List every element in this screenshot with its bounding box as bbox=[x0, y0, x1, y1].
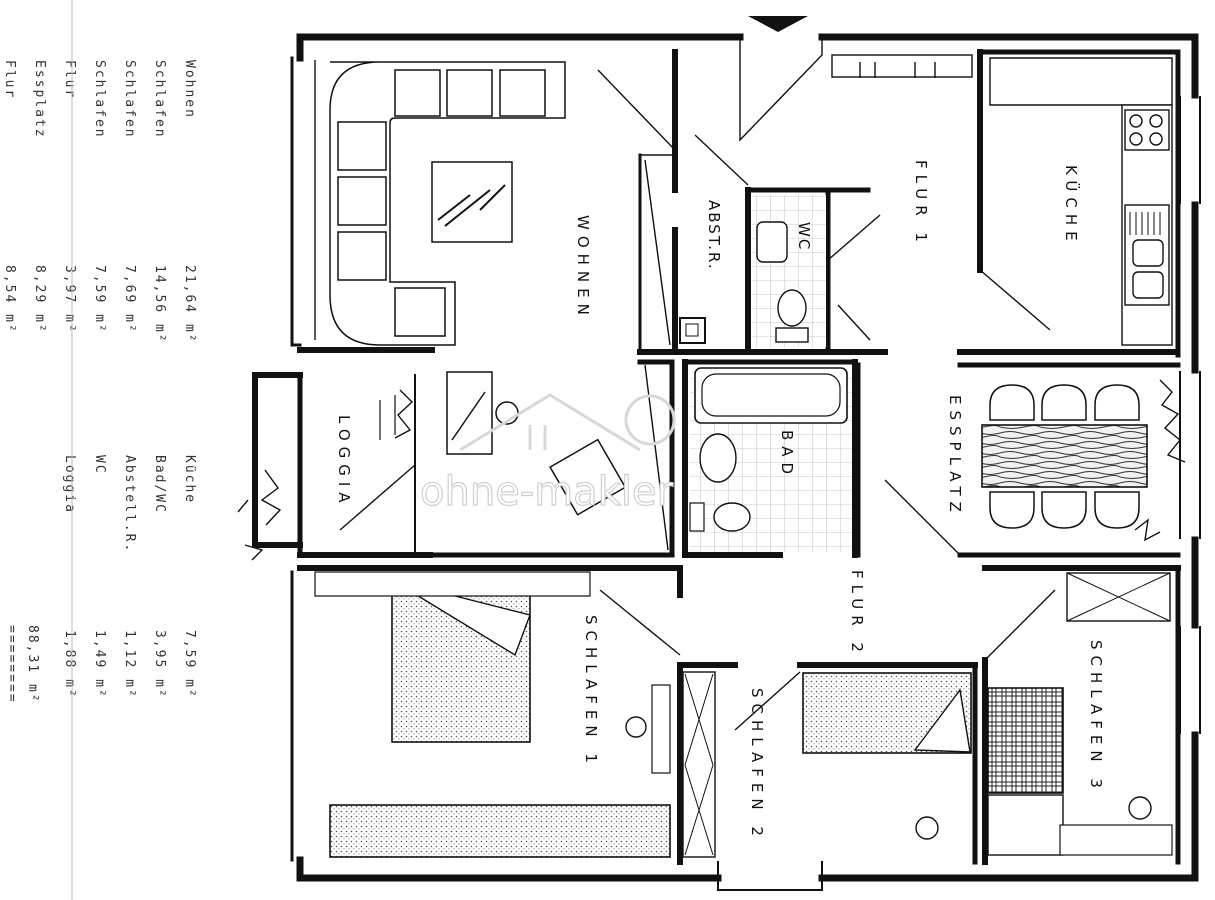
area-list-value: 8,54 m² bbox=[2, 265, 17, 334]
area-list-name: Schlafen bbox=[152, 60, 167, 139]
dining-chairs bbox=[989, 384, 1140, 529]
area-list-value: 3,95 m² bbox=[152, 630, 167, 699]
loggia-plants bbox=[237, 389, 414, 561]
door-swings bbox=[339, 37, 1056, 731]
area-list-name: Bad/WC bbox=[152, 455, 167, 514]
room-label-wc: WC bbox=[795, 222, 813, 252]
area-list-name: WC bbox=[92, 455, 107, 475]
kitchen-counter bbox=[989, 57, 1173, 346]
wardrobe bbox=[831, 54, 973, 78]
room-label-bad: BAD bbox=[778, 430, 796, 481]
tv-table bbox=[446, 371, 627, 516]
lamp-schlafen-2 bbox=[915, 816, 939, 840]
bad-basin bbox=[699, 433, 737, 483]
room-label-schlafen1: SCHLAFEN 1 bbox=[582, 615, 600, 769]
area-list-value: 14,56 m² bbox=[152, 265, 167, 344]
area-list-name: Flur bbox=[2, 60, 17, 100]
desk-schlafen-3 bbox=[987, 794, 1064, 856]
room-label-schlafen2: SCHLAFEN 2 bbox=[748, 688, 766, 842]
wc-basin bbox=[756, 221, 788, 263]
lamp-schlafen-3 bbox=[1128, 796, 1152, 820]
area-list-name: Schlafen bbox=[122, 60, 137, 139]
area-list-value: 1,12 m² bbox=[122, 630, 137, 699]
entrance-arrow-icon bbox=[748, 16, 808, 32]
bed-schlafen-3 bbox=[987, 687, 1064, 794]
sofa bbox=[329, 61, 566, 346]
area-list-value: 3,97 m² bbox=[62, 265, 77, 334]
room-label-abstr: ABST.R. bbox=[705, 200, 723, 271]
area-total: 88,31 m² bbox=[25, 625, 40, 704]
area-list-name: Essplatz bbox=[32, 60, 47, 139]
area-list-name: Loggia bbox=[62, 455, 77, 514]
area-list-name: Flur bbox=[62, 60, 77, 100]
bad-toilet bbox=[713, 502, 751, 532]
area-list-name: Abstell.R. bbox=[122, 455, 137, 554]
watermark-text: ohne-makler bbox=[420, 469, 674, 515]
room-label-flur2: FLUR 2 bbox=[848, 570, 866, 658]
area-list-name: Küche bbox=[182, 455, 197, 505]
area-total-underline: ======== bbox=[4, 625, 19, 704]
shelf-schlafen-1 bbox=[314, 571, 591, 597]
wardrobe-schlafen-1 bbox=[329, 804, 671, 858]
bed-cover-fold bbox=[391, 579, 531, 657]
dining-table bbox=[981, 424, 1148, 488]
room-label-essplatz: ESSPLATZ bbox=[946, 395, 964, 518]
area-list-value: 8,29 m² bbox=[32, 265, 47, 334]
wardrobe-schlafen-2 bbox=[682, 671, 716, 858]
area-list-name: Wohnen bbox=[182, 60, 197, 119]
area-list-name: Schlafen bbox=[92, 60, 107, 139]
coffee-table bbox=[431, 161, 513, 243]
watermark-logo bbox=[459, 393, 676, 452]
room-label-kueche: KÜCHE bbox=[1062, 165, 1080, 247]
area-list-value: 7,59 m² bbox=[182, 630, 197, 699]
walls bbox=[252, 33, 1201, 891]
room-label-wohnen: WOHNEN bbox=[574, 215, 592, 321]
lamp-schlafen-1 bbox=[625, 716, 647, 738]
room-label-loggia: LOGGIA bbox=[335, 415, 353, 509]
area-list-value: 7,59 m² bbox=[92, 265, 107, 334]
room-label-schlafen3: SCHLAFEN 3 bbox=[1087, 640, 1105, 794]
wc-toilet bbox=[777, 289, 807, 327]
dining-plants bbox=[1134, 379, 1186, 542]
area-list-value: 7,69 m² bbox=[122, 265, 137, 334]
loggia-rails bbox=[379, 395, 396, 440]
room-label-flur1: FLUR 1 bbox=[912, 160, 930, 248]
area-list-value: 1,88 m² bbox=[62, 630, 77, 699]
area-list-value: 1,49 m² bbox=[92, 630, 107, 699]
area-list-value: 21,64 m² bbox=[182, 265, 197, 344]
